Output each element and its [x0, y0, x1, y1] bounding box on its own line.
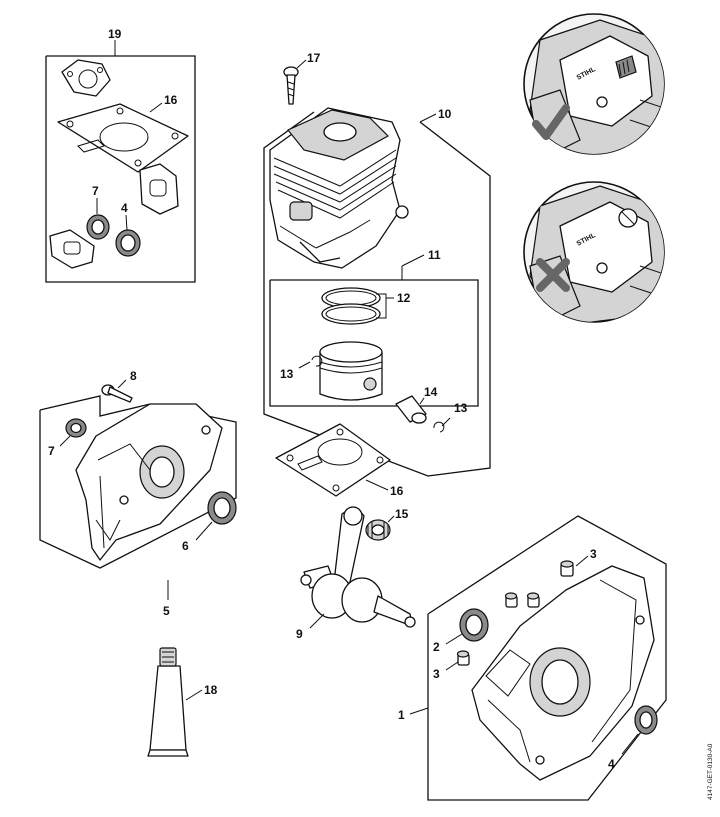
- circlip-right: [433, 421, 445, 433]
- piston-assembly: 11 12 13 14 13: [269, 248, 479, 433]
- crankcase-body-left: [75, 403, 223, 561]
- crankcase-right-frame: [427, 515, 667, 801]
- callout-14: 14: [424, 385, 438, 399]
- callout-4: 4: [608, 757, 615, 771]
- callout-3-lower: 3: [433, 667, 440, 681]
- callout-13-left: 13: [280, 367, 294, 381]
- crankcase-half-left: 8 7 6 5: [39, 369, 237, 618]
- crankshaft: [300, 506, 416, 628]
- callout-6: 6: [182, 539, 189, 553]
- kit-frame: [45, 55, 196, 283]
- oil-seal-7: [86, 214, 110, 240]
- detail-incorrect: STIHL: [523, 181, 665, 323]
- callout-17: 17: [307, 51, 321, 65]
- drawing-code: 4147-GET-0130-A0: [707, 743, 714, 800]
- ball-bearing: [207, 491, 237, 525]
- oil-seal-2: [459, 608, 489, 642]
- gasket-set-kit: 19 16 7 4: [45, 27, 196, 283]
- callout-9: 9: [296, 627, 303, 641]
- callout-10: 10: [438, 107, 452, 121]
- callout-16-kit: 16: [164, 93, 178, 107]
- intake-gasket: [139, 163, 179, 215]
- cylinder-gasket: [57, 103, 189, 173]
- callout-7-kit: 7: [92, 184, 99, 198]
- muffler-gasket-small: [61, 59, 111, 97]
- muffler-gasket-lower: [49, 229, 95, 269]
- sleeve-top: [560, 560, 574, 577]
- crankcase-half-right: 3 2 3 1 4: [398, 515, 667, 801]
- cross-mark-icon: [536, 258, 570, 292]
- callout-7: 7: [48, 444, 55, 458]
- detail-correct: STIHL: [523, 13, 665, 155]
- cylinder-assembly: 10 17: [263, 51, 491, 477]
- callout-2: 2: [433, 640, 440, 654]
- cylinder-frame: [263, 111, 491, 477]
- callout-13-right: 13: [454, 401, 468, 415]
- cylinder-body: [269, 107, 409, 269]
- oil-seal-4-crankcase: [634, 705, 658, 735]
- callout-15: 15: [395, 507, 409, 521]
- crankcase-bolt: [101, 384, 133, 403]
- crankcase-body-right: [471, 565, 655, 781]
- sleeve-middle-b: [526, 592, 540, 608]
- callout-18: 18: [204, 683, 218, 697]
- cylinder-screw: [283, 66, 299, 105]
- callout-12: 12: [397, 291, 411, 305]
- grease-tube: 18: [147, 647, 218, 757]
- callout-16: 16: [390, 484, 404, 498]
- callout-1: 1: [398, 708, 405, 722]
- callout-8: 8: [130, 369, 137, 383]
- callout-19: 19: [108, 27, 122, 41]
- circlip-left: [311, 355, 323, 367]
- piston-rings: [321, 287, 381, 325]
- cylinder-gasket-standalone: 16: [275, 423, 404, 498]
- sleeve-middle-a: [504, 592, 518, 608]
- piston: [319, 341, 383, 401]
- needle-bearing: [365, 519, 391, 541]
- callout-4-kit: 4: [121, 201, 128, 215]
- callout-3-top: 3: [590, 547, 597, 561]
- oil-seal-7-crankcase: [65, 418, 87, 438]
- piston-frame: [269, 279, 479, 407]
- callout-5: 5: [163, 604, 170, 618]
- callout-11: 11: [428, 248, 441, 262]
- check-mark-icon: [532, 104, 570, 140]
- oil-seal-4: [115, 229, 141, 257]
- crankcase-left-frame: [39, 395, 237, 569]
- piston-pin: [395, 395, 427, 424]
- crankshaft-assembly: 15 9: [296, 506, 416, 641]
- sleeve-lower: [456, 650, 470, 666]
